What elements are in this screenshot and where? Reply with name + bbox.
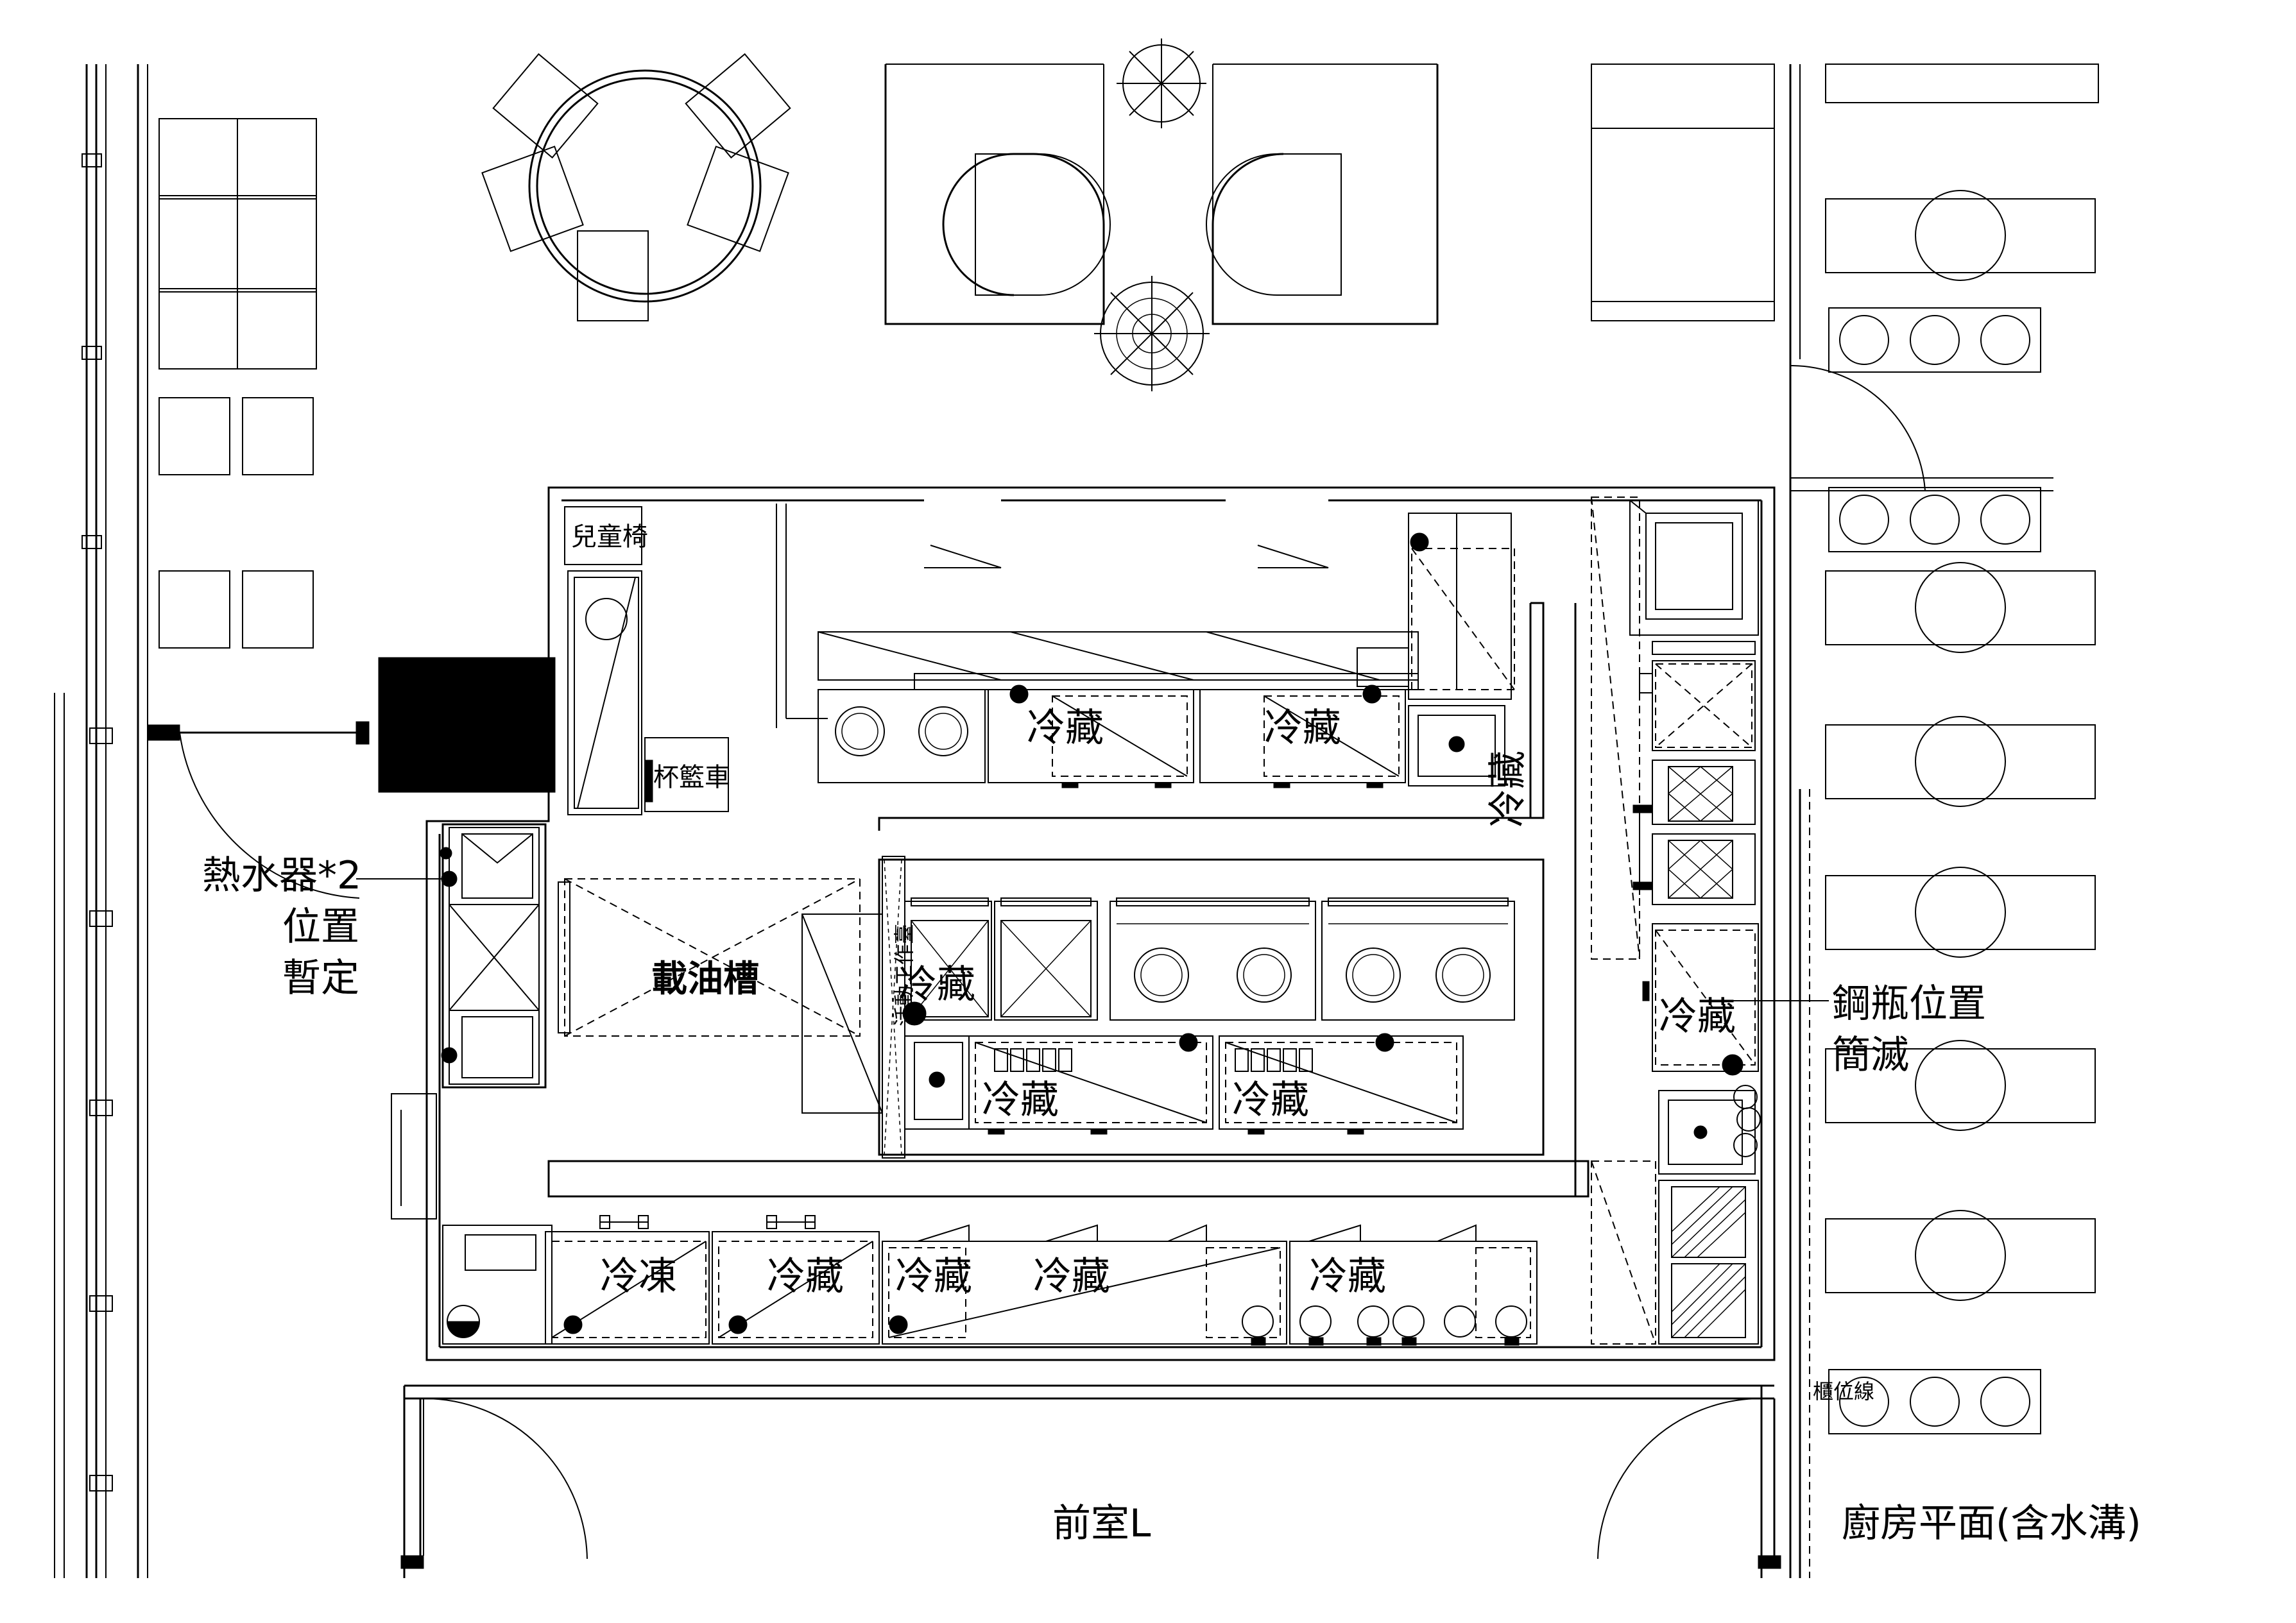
facade-brackets [81, 153, 113, 1491]
cooler-label-corner: 冷藏 [1486, 751, 1530, 828]
child-chair: 兒童椅 [564, 506, 648, 815]
plan-title: 廚房平面(含水溝) [1842, 1501, 2141, 1546]
structural-column [147, 657, 556, 899]
cooler-label-back-2: 冷藏 [1264, 706, 1341, 751]
cooler-label-island-2: 冷藏 [1232, 1078, 1309, 1123]
front-doors [423, 1398, 1762, 1559]
left-facade [54, 64, 148, 1578]
cooler-label-right: 冷藏 [1659, 994, 1736, 1039]
gas-cylinder-label-line2: 簡滅 [1832, 1033, 1909, 1078]
right-dining-tables [1825, 64, 2099, 1301]
side-door [391, 1093, 437, 1219]
oil-tank-label: 載油槽 [651, 958, 759, 1000]
water-heater-units [440, 823, 547, 1089]
cooler-label-front-1: 冷藏 [767, 1254, 844, 1299]
front-line-equipment: 冷凍 冷藏 冷藏 冷藏 [442, 1215, 1538, 1346]
passage-lines [547, 603, 1589, 1198]
kitchen-walls [400, 486, 1781, 1578]
cooler-label-island-1: 冷藏 [982, 1078, 1059, 1123]
gas-cylinder-callout: 鋼瓶位置 簡滅 [1733, 981, 1986, 1078]
water-heater-label-line1: 熱水器*2 [202, 853, 361, 898]
gas-cylinder-label-line1: 鋼瓶位置 [1832, 981, 1986, 1026]
island-fryers: 冷藏 [898, 897, 1098, 1026]
front-stock-pots [1242, 1305, 1527, 1346]
cup-basket-cart-label: 杯籃車 [653, 763, 730, 792]
back-line-equipment: 冷藏 冷藏 [776, 504, 1419, 788]
planter-foliage [1094, 38, 1210, 391]
freezer-label: 冷凍 [600, 1254, 677, 1299]
right-seating [1591, 64, 2053, 1578]
front-room-label: 前室L [1052, 1501, 1151, 1546]
water-heater-label-line2: 位置 [282, 905, 359, 949]
oil-tank: 載油槽 [558, 878, 861, 1037]
cooler-label-island-left: 冷藏 [898, 962, 975, 1007]
counter-line-label: 櫃位線 [1813, 1379, 1874, 1404]
cooking-island: 活動工作臺 [801, 602, 1545, 1159]
counter-line [1799, 789, 1810, 1578]
child-chair-label: 兒童椅 [571, 522, 648, 552]
round-table-set [481, 53, 791, 321]
cooler-label-front-3: 冷藏 [1033, 1254, 1110, 1299]
right-planters [1828, 307, 2041, 1434]
dining-tables-left [158, 118, 317, 649]
corner-cooler: 冷藏 [1357, 513, 1530, 828]
island-lower-coolers: 冷藏 冷藏 [904, 1033, 1464, 1135]
booth-seats [884, 64, 1439, 325]
island-burners [1109, 897, 1515, 1021]
cooler-label-back-1: 冷藏 [1027, 706, 1104, 751]
cup-basket-cart: 杯籃車 [644, 737, 730, 812]
water-heater-label-line3: 暫定 [282, 956, 359, 1001]
cooler-label-front-4: 冷藏 [1309, 1254, 1386, 1299]
cooler-label-front-2: 冷藏 [895, 1254, 972, 1299]
right-side-equipment: 冷藏 [1591, 497, 1761, 1345]
water-heater-callout: 熱水器*2 位置 暫定 [202, 853, 449, 1001]
